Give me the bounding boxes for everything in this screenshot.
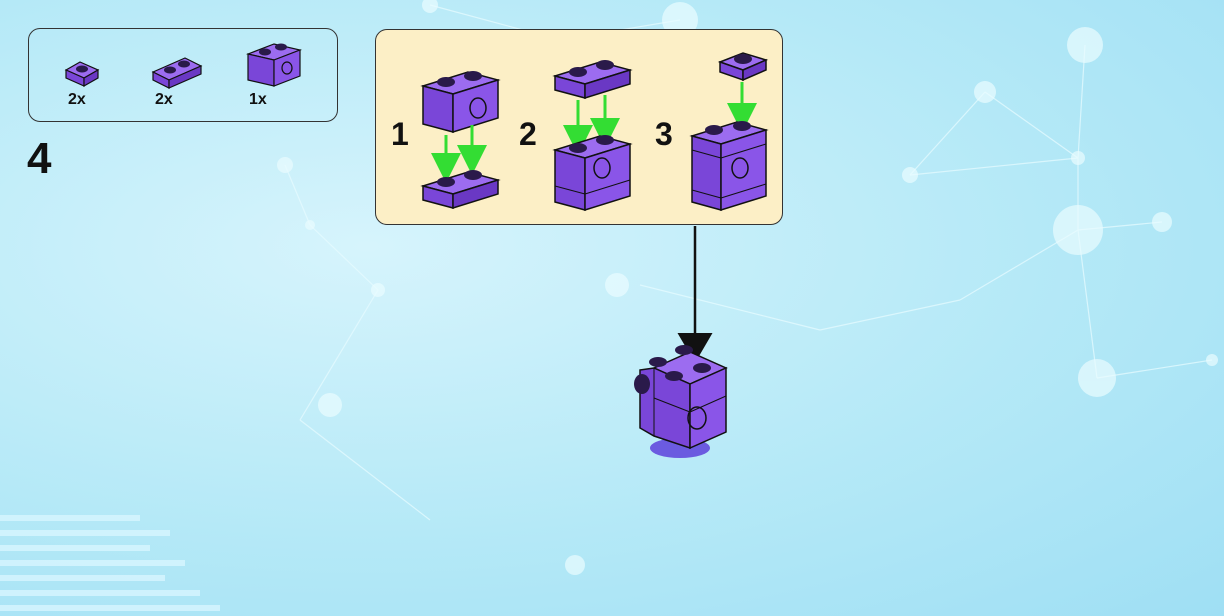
substep-2-brick	[552, 135, 633, 212]
substep-3-assembly	[689, 121, 769, 212]
part-qty-1: 2x	[68, 91, 86, 108]
part-1x1-plate	[64, 61, 100, 88]
part-qty-2: 2x	[155, 91, 173, 108]
part-1x2-plate	[151, 57, 203, 89]
substep-1-plate	[420, 170, 501, 210]
step-number: 4	[27, 134, 52, 183]
substep-1-brick	[420, 71, 501, 134]
substep-2-plate	[552, 60, 633, 100]
part-qty-3: 1x	[249, 91, 267, 108]
substep-number-3: 3	[655, 116, 673, 152]
parts-list	[28, 28, 338, 122]
substep-number-1: 1	[391, 116, 409, 152]
substep-3-plate	[717, 52, 769, 82]
part-technic-brick	[245, 43, 303, 87]
substep-number-2: 2	[519, 116, 537, 152]
main-model	[634, 345, 728, 458]
